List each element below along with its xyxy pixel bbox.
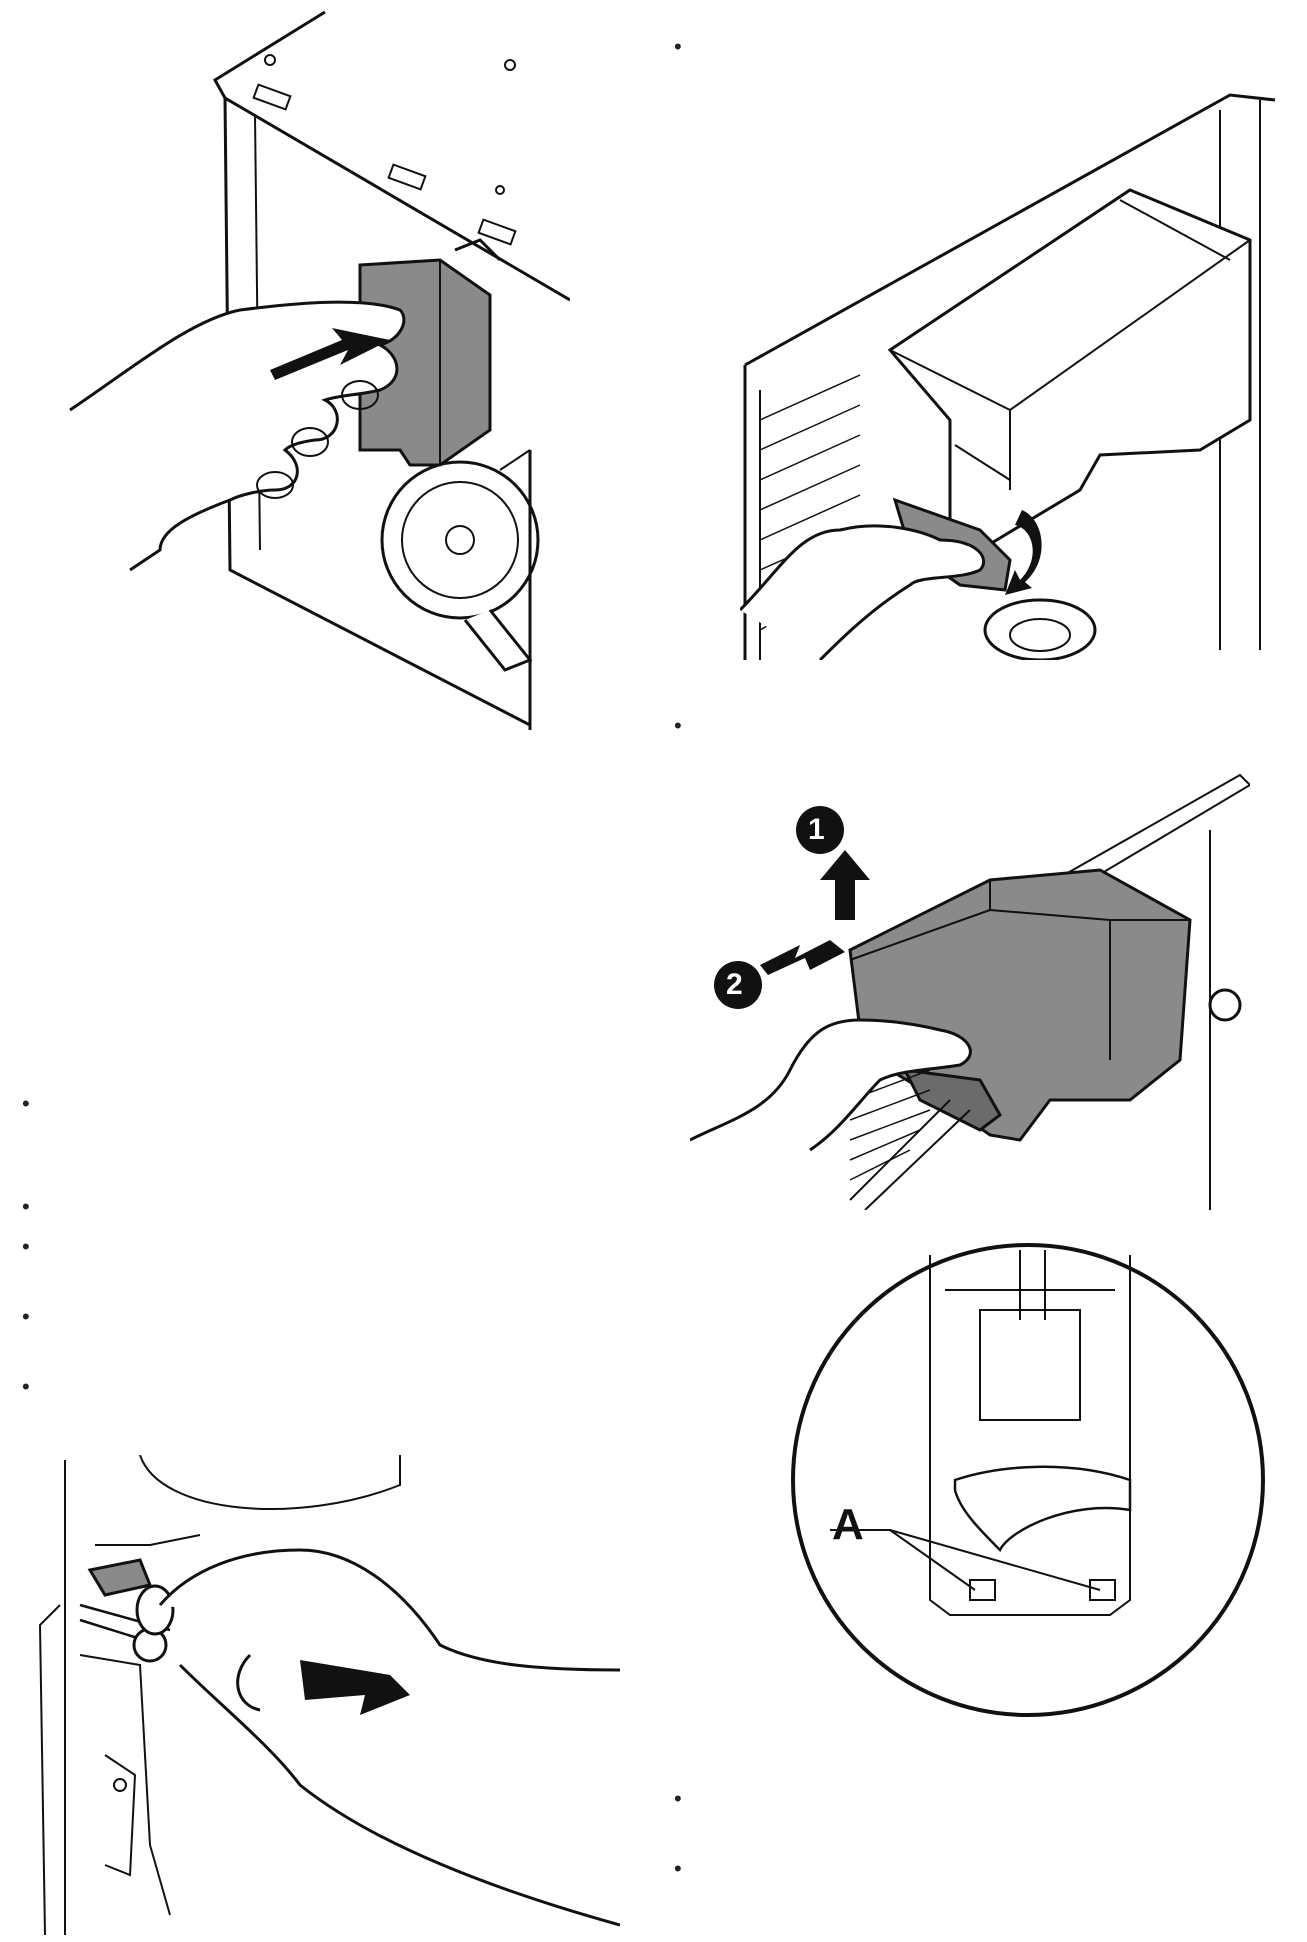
figure-detail-circle: A — [770, 1230, 1270, 1730]
step-2-marker — [714, 961, 762, 1009]
detail-label-a: A — [832, 1500, 864, 1549]
bullet-right-bottom-1: • — [674, 1786, 682, 1811]
figure-panel-removal — [60, 10, 570, 730]
bullet-right-bottom-2: • — [674, 1856, 682, 1881]
bullet-left-4: • — [22, 1304, 30, 1329]
bullet-left-5: • — [22, 1374, 30, 1399]
step-1-label: 1 — [808, 813, 825, 846]
bullet-right-top: • — [674, 34, 682, 59]
bullet-left-2: • — [22, 1194, 30, 1219]
bullet-left-1: • — [22, 1091, 30, 1116]
bullet-left-3: • — [22, 1234, 30, 1259]
figure-remove-container: 1 2 — [690, 770, 1250, 1210]
figure-push-fitting — [20, 1455, 620, 1935]
bullet-right-mid: • — [674, 713, 682, 738]
step-2-label: 2 — [726, 968, 743, 1001]
step-1-marker — [796, 806, 844, 854]
figure-twist-nozzle — [740, 90, 1280, 660]
